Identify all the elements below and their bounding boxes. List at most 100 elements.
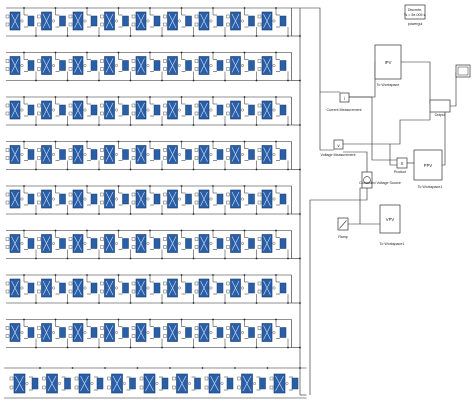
pv-module[interactable] [131,323,154,342]
controlled-voltage-source-block[interactable]: Controlled Voltage Source [359,171,401,189]
pv-module[interactable] [100,145,123,164]
pv-module[interactable] [5,11,28,31]
pv-module[interactable] [37,145,60,164]
pv-module[interactable] [37,100,60,120]
pv-module[interactable] [5,234,28,253]
pv-module[interactable] [257,11,280,31]
pv-module[interactable] [257,145,280,164]
pv-module[interactable] [163,11,186,31]
pv-module[interactable] [100,100,123,120]
voltage-measurement-block[interactable]: v Voltage Measurement [321,139,356,157]
pv-module[interactable] [163,56,186,75]
pv-module[interactable] [163,278,186,298]
pv-module[interactable] [194,323,217,342]
pv-module[interactable] [257,56,280,75]
pv-module[interactable] [100,189,123,209]
pv-module[interactable] [5,189,28,209]
output-mux-block[interactable] [429,99,451,113]
pv-module[interactable] [139,373,163,394]
pv-module[interactable] [42,373,66,394]
pv-module[interactable] [5,278,28,298]
pv-module[interactable] [163,234,186,253]
pv-module[interactable] [100,56,123,75]
pv-module[interactable] [194,56,217,75]
module-input-port [139,385,144,390]
pv-module[interactable] [226,100,249,120]
pv-module[interactable] [257,189,280,209]
pv-module[interactable] [68,11,91,31]
pv-module[interactable] [172,373,196,394]
pv-module[interactable] [100,323,123,342]
pv-module[interactable] [100,11,123,31]
pv-module[interactable] [163,323,186,342]
pv-module[interactable] [131,145,154,164]
pv-module[interactable] [68,189,91,209]
pv-module[interactable] [226,278,249,298]
current-measurement-block[interactable]: i Current Measurement [327,92,362,112]
pv-module[interactable] [68,56,91,75]
pv-module[interactable] [204,373,228,394]
pv-module[interactable] [37,234,60,253]
pv-module[interactable] [131,189,154,209]
pv-module[interactable] [131,234,154,253]
pv-module[interactable] [257,234,280,253]
pv-module[interactable] [269,373,293,394]
pv-module[interactable] [37,278,60,298]
pv-module[interactable] [100,234,123,253]
pv-module[interactable] [68,278,91,298]
pv-module[interactable] [68,323,91,342]
ramp-block[interactable]: Ramp [337,217,349,239]
pv-module[interactable] [5,145,28,164]
pv-module[interactable] [107,373,131,394]
output-scope-block[interactable]: Output [435,64,471,117]
module-output-port [209,19,213,23]
pv-module[interactable] [257,278,280,298]
ppv-to-workspace-block[interactable]: PPV To Workspace1 [413,149,442,189]
pv-module[interactable] [194,100,217,120]
pv-module[interactable] [131,278,154,298]
pv-module[interactable] [9,373,33,394]
product-block[interactable]: X Product [394,157,408,174]
pv-module[interactable] [257,323,280,342]
pv-module[interactable] [163,145,186,164]
pv-module[interactable] [37,11,60,31]
pv-module[interactable] [131,11,154,31]
pv-module[interactable] [194,189,217,209]
module-stub [275,275,289,303]
pv-module[interactable] [226,11,249,31]
module-stub [86,141,100,170]
pv-module[interactable] [5,100,28,120]
vpv-to-workspace-block[interactable]: VPV To Workspace1 [380,204,405,246]
pv-module[interactable] [237,373,261,394]
pv-module[interactable] [226,323,249,342]
module-cross-mark [275,375,284,392]
powergui-block[interactable]: Discrete, Ts = 5e-005 s. powergui [404,4,427,26]
pv-module[interactable] [226,145,249,164]
pv-module[interactable] [194,234,217,253]
pv-module[interactable] [37,323,60,342]
pv-module[interactable] [131,100,154,120]
pv-module[interactable] [163,189,186,209]
pv-module[interactable] [226,56,249,75]
pv-module[interactable] [257,100,280,120]
pv-module[interactable] [226,189,249,209]
pv-module[interactable] [74,373,98,394]
pv-module[interactable] [37,189,60,209]
pv-module[interactable] [68,145,91,164]
pv-module[interactable] [5,323,28,342]
ipv-to-workspace-block[interactable]: IPV To Workspace [374,44,402,87]
pv-module[interactable] [194,145,217,164]
pv-module[interactable] [100,278,123,298]
pv-module[interactable] [68,100,91,120]
pv-module[interactable] [5,56,28,75]
module-stub [86,8,100,36]
pv-module[interactable] [37,56,60,75]
pv-module[interactable] [131,56,154,75]
pv-module[interactable] [226,234,249,253]
pv-module[interactable] [194,11,217,31]
module-input-port [257,326,262,330]
pv-module[interactable] [194,278,217,298]
module-cross-mark [263,236,271,251]
pv-module[interactable] [163,100,186,120]
pv-module[interactable] [68,234,91,253]
